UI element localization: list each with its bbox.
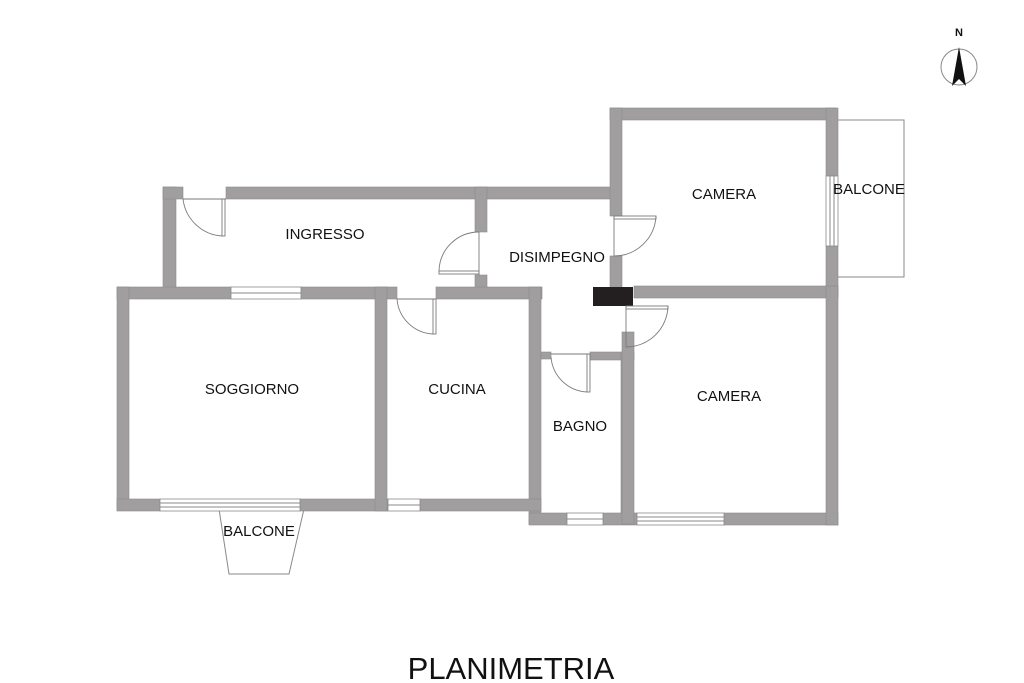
north-label: N: [955, 27, 963, 39]
room-label-camera-top: CAMERA: [692, 186, 756, 203]
north-compass: N: [940, 27, 978, 86]
room-label-cucina: CUCINA: [428, 381, 486, 398]
walls: [116, 107, 839, 526]
room-label-camera-bottom: CAMERA: [697, 388, 761, 405]
camera-top-door: [613, 215, 657, 257]
cucina-door: [396, 298, 437, 335]
ingresso-disimpegno-door: [438, 231, 480, 275]
balcone-right-outline: [836, 119, 905, 278]
bagno-door: [550, 353, 591, 393]
room-label-bagno: BAGNO: [553, 418, 607, 435]
north-arrow-icon: [952, 47, 966, 86]
room-labels: INGRESSO DISIMPEGNO CAMERA BALCONE SOGGI…: [205, 181, 905, 540]
room-label-disimpegno: DISIMPEGNO: [509, 249, 605, 266]
room-label-balcone-right: BALCONE: [833, 181, 905, 198]
camera-bottom-door: [625, 305, 669, 348]
balcone-bottom-outline: [218, 508, 305, 575]
room-label-soggiorno: SOGGIORNO: [205, 381, 299, 398]
chimney-shaft: [593, 287, 633, 306]
room-label-ingresso: INGRESSO: [285, 226, 364, 243]
page-title: PLANIMETRIA: [408, 651, 615, 683]
doors: [182, 198, 669, 393]
entrance-door: [182, 198, 226, 237]
room-label-balcone-bottom: BALCONE: [223, 523, 295, 540]
windows: [159, 175, 839, 526]
